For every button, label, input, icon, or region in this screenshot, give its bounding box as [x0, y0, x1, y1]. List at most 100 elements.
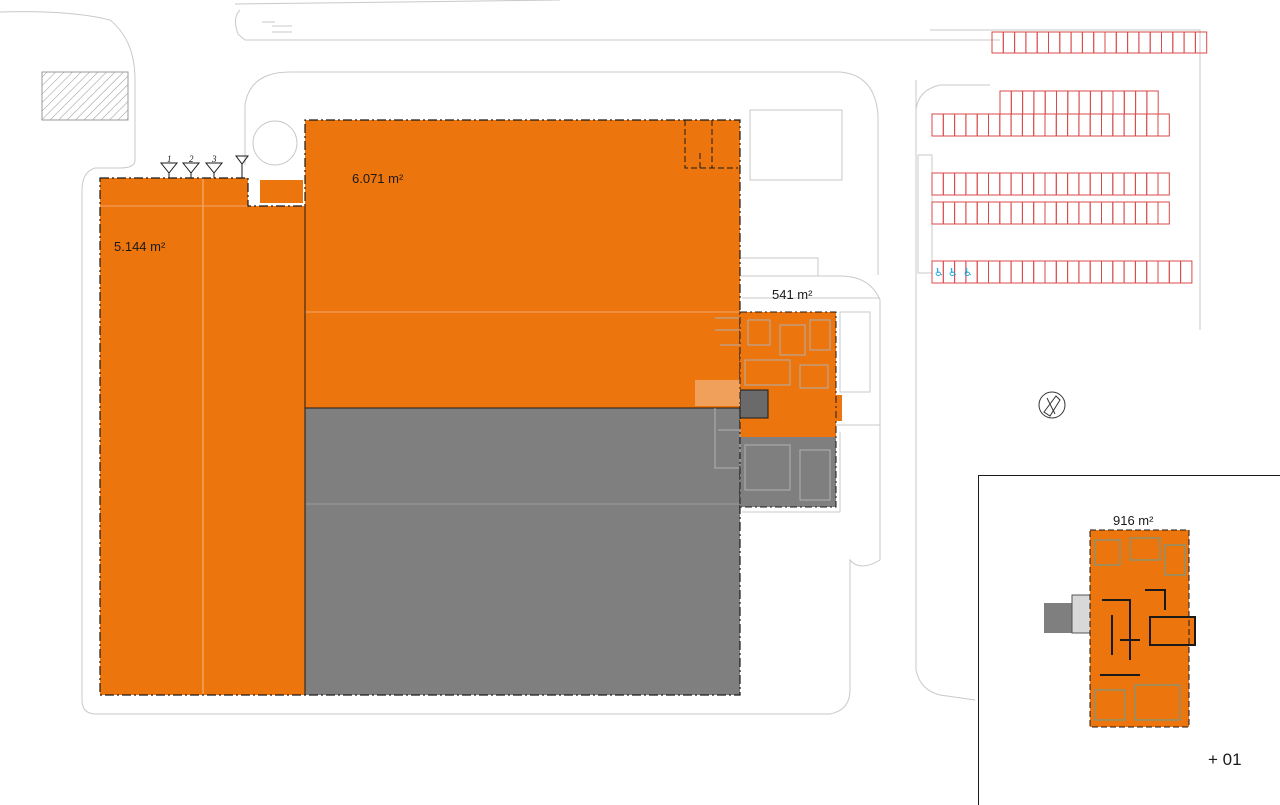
parking-stall: [1134, 260, 1148, 284]
dock-triangle-icon: [204, 162, 224, 174]
parking-stall: [1168, 260, 1182, 284]
parking-stall: [1180, 260, 1193, 284]
parking-stall: [1067, 201, 1080, 225]
parking-stall: [1067, 260, 1080, 284]
parking-stall: [999, 172, 1012, 196]
parking-stall: [1161, 31, 1174, 54]
parking-stall: [1078, 260, 1091, 284]
parking-stall: [1101, 172, 1114, 196]
wheelchair-icon: ♿: [948, 266, 958, 279]
parking-stall: [1157, 201, 1170, 225]
area-label-hall-left: 5.144 m²: [114, 239, 166, 254]
parking-stall: [1025, 31, 1038, 54]
parking-stall: [1157, 172, 1170, 196]
parking-stall: [1010, 260, 1023, 284]
area-label-office-upper: 916 m²: [1113, 513, 1154, 528]
parking-stall: [1101, 113, 1114, 137]
dock-number: 2: [189, 154, 194, 164]
parking-stall: [1081, 31, 1095, 54]
parking-stall: [1089, 113, 1102, 137]
parking-stall: [1146, 90, 1159, 115]
parking-stall: [942, 201, 956, 225]
parking-stall: [931, 201, 944, 225]
parking-stall: [965, 113, 978, 137]
dock-triangle-icon: [235, 155, 249, 165]
upper-floor-inset: [978, 475, 1280, 805]
parking-stall: [988, 113, 1001, 137]
parking-stall: [1104, 31, 1117, 54]
parking-stall: [1078, 201, 1091, 225]
parking-stall: [1070, 31, 1083, 54]
parking-stall: [1055, 113, 1069, 137]
floor-level-label: + 01: [1208, 750, 1242, 769]
parking-stall: [1044, 90, 1057, 115]
parking-stall: [988, 172, 1001, 196]
area-label-hall-right: 6.071 m²: [352, 171, 404, 186]
parking-stall: [1078, 172, 1091, 196]
parking-stall: [999, 201, 1012, 225]
parking-stall: [954, 113, 967, 137]
parking-stall: [954, 201, 967, 225]
parking-stall: [1127, 31, 1140, 54]
parking-stall: [931, 113, 944, 137]
parking-stall: [1002, 31, 1016, 54]
parking-stall: [1138, 31, 1151, 54]
parking-stall: [988, 260, 1001, 284]
parking-stall: [976, 172, 990, 196]
parking-stall: [1021, 260, 1035, 284]
parking-stall: [1059, 31, 1072, 54]
parking-stall: [1112, 201, 1125, 225]
parking-stall: [1033, 172, 1046, 196]
accessible-spaces: ♿ ♿ ♿: [934, 266, 973, 279]
warehouse: [99, 119, 741, 696]
parking-stall: [1048, 31, 1061, 54]
parking-stall: [1022, 90, 1035, 115]
north-arrow-icon: [1038, 391, 1066, 419]
parking-stall: [1134, 113, 1148, 137]
parking-area: [931, 31, 1208, 284]
parking-stall: [1123, 201, 1136, 225]
dock-number: 1: [167, 154, 172, 164]
parking-stall: [1044, 260, 1057, 284]
parking-stall: [1078, 90, 1091, 115]
parking-stall: [1055, 172, 1069, 196]
parking-stall: [1044, 201, 1057, 225]
parking-stall: [1089, 172, 1102, 196]
parking-stall: [1033, 113, 1046, 137]
parking-stall: [1033, 90, 1046, 115]
parking-stall: [965, 201, 978, 225]
parking-stall: [1123, 90, 1137, 115]
parking-stall: [1067, 172, 1080, 196]
parking-stall: [1123, 260, 1136, 284]
parking-stall: [1089, 260, 1102, 284]
parking-stall: [1044, 172, 1057, 196]
parking-stall: [942, 172, 956, 196]
parking-stall: [1101, 260, 1114, 284]
dock-markers: [159, 155, 249, 178]
parking-stall: [991, 31, 1004, 54]
parking-stall: [1089, 90, 1103, 115]
parking-stall: [1123, 113, 1136, 137]
wheelchair-icon: ♿: [934, 266, 944, 279]
parking-stall: [1021, 201, 1035, 225]
parking-stall: [1112, 90, 1125, 115]
parking-stall: [954, 172, 967, 196]
hall-grey: [305, 408, 740, 695]
parking-stall: [931, 172, 944, 196]
parking-stall: [1067, 90, 1080, 115]
parking-stall: [1010, 201, 1023, 225]
parking-stall: [1112, 113, 1125, 137]
parking-stall: [1157, 113, 1170, 137]
hatched-zone: [41, 71, 129, 121]
parking-stall: [1010, 90, 1024, 115]
parking-stall: [1157, 260, 1170, 284]
dock-numbers: 1 2 3: [167, 154, 217, 164]
parking-stall: [1056, 90, 1069, 115]
parking-stall: [1134, 201, 1148, 225]
parking-stall: [1010, 172, 1023, 196]
parking-stall: [976, 260, 990, 284]
parking-stall: [1115, 31, 1129, 54]
dock-triangle-icon: [159, 162, 179, 174]
parking-stall: [1194, 31, 1208, 54]
parking-stall: [1021, 113, 1035, 137]
